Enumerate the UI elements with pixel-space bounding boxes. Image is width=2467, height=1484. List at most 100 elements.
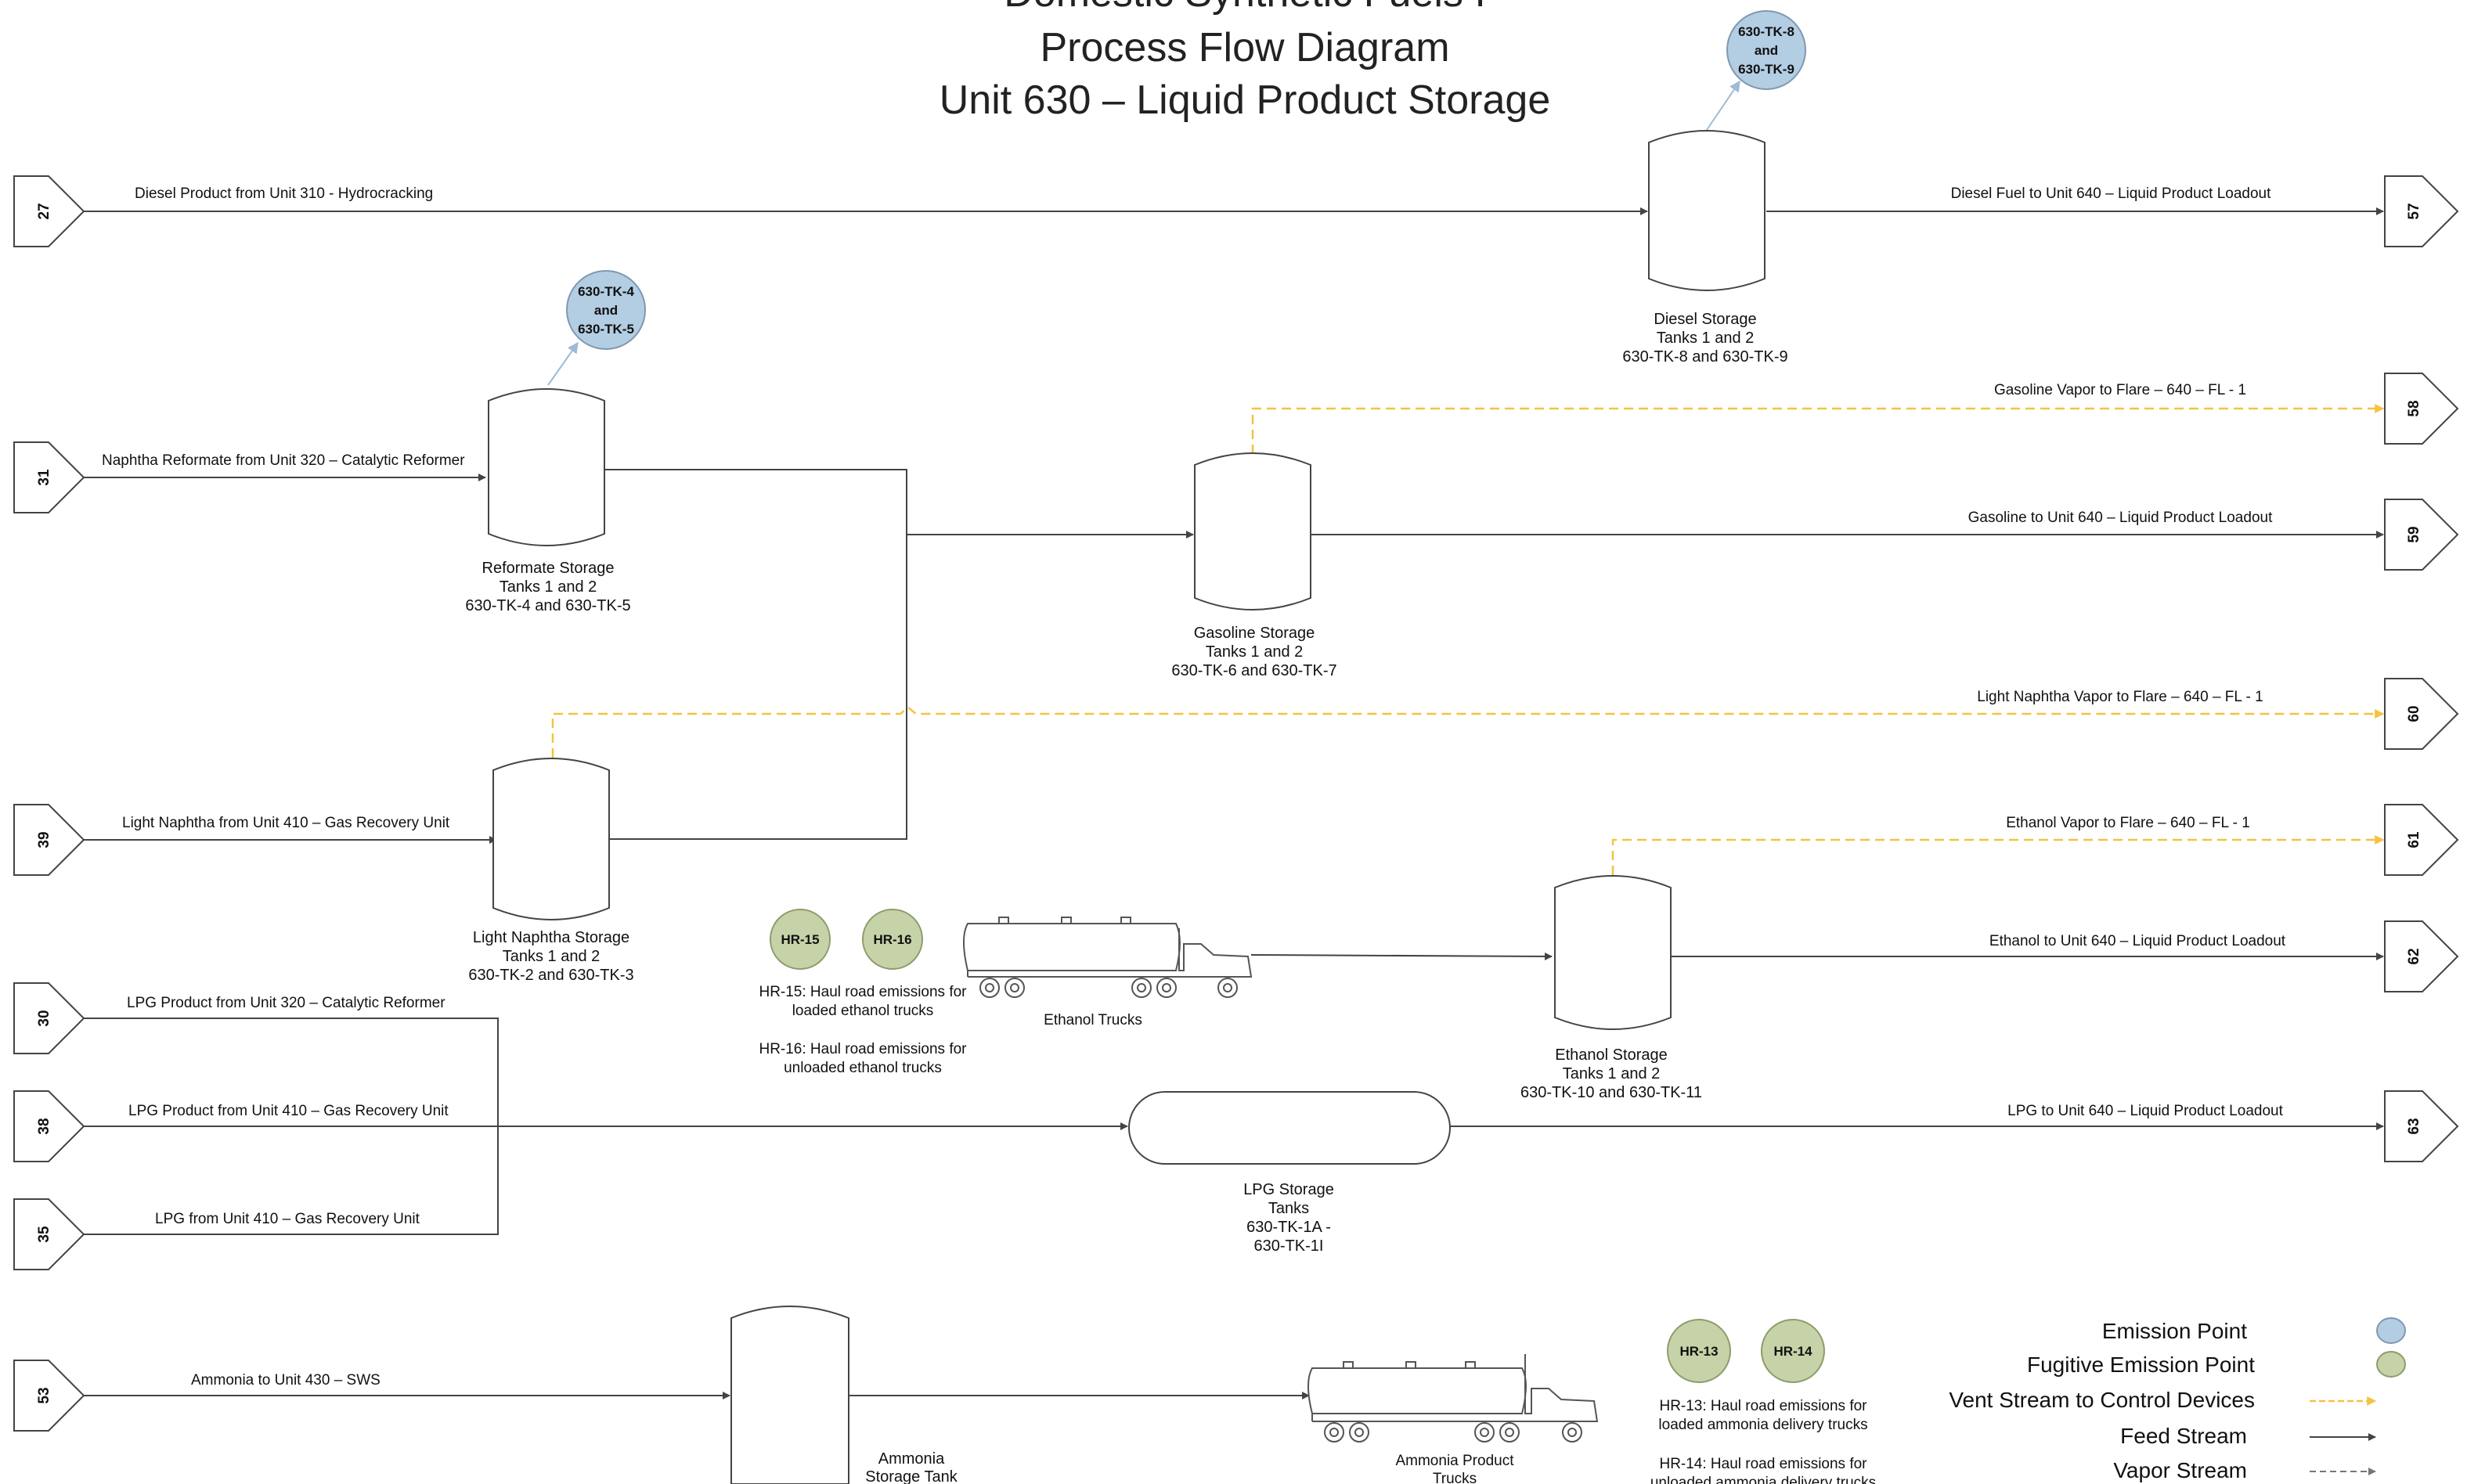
gasoline-vent-line: [1251, 404, 2385, 454]
emission-point-label: and: [1755, 43, 1778, 58]
note-line: loaded ammonia delivery trucks: [1658, 1417, 1867, 1433]
fugitive-point-label: HR-16: [873, 932, 911, 947]
legend-vent-label: Vent Stream to Control Devices: [1949, 1388, 2255, 1412]
stream-label-lpg-410: LPG Product from Unit 410 – Gas Recovery…: [128, 1103, 449, 1119]
legend-emission-point-label: Emission Point: [2102, 1319, 2247, 1343]
connector-label: 39: [36, 831, 52, 848]
emission-point-label: and: [594, 303, 618, 318]
ethanol-trucks-label: Ethanol Trucks: [1044, 1012, 1142, 1028]
ammonia-storage-tank: [730, 1306, 849, 1484]
fugitive-point-hr15: HR-15: [770, 909, 831, 970]
connector-label: 58: [2406, 400, 2422, 416]
equipment-name: Diesel Storage: [1654, 311, 1756, 328]
light-naphtha-storage-tank: [492, 758, 610, 920]
gasoline-storage-label: Gasoline Storage Tanks 1 and 2 630-TK-6 …: [1171, 625, 1336, 679]
equipment-name: LPG Storage: [1243, 1181, 1334, 1198]
equipment-tag: 630-TK-2 and 630-TK-3: [468, 967, 633, 984]
lpg-storage-label: LPG Storage Tanks 630-TK-1A - 630-TK-1I: [1243, 1181, 1334, 1255]
legend-vapor-label: Vapor Stream: [2113, 1458, 2247, 1482]
stream-label-lpg-from-410: LPG from Unit 410 – Gas Recovery Unit: [155, 1211, 420, 1227]
equipment-name: Gasoline Storage: [1194, 625, 1315, 642]
outlet-connector-61: 61: [2384, 804, 2459, 876]
connector-label: 59: [2406, 526, 2422, 542]
emission-point-reformate-tanks: 630-TK-4 and 630-TK-5: [566, 270, 646, 350]
ammonia-trucks-label: Ammonia Product Trucks: [1395, 1453, 1514, 1484]
equipment-tag: 630-TK-4 and 630-TK-5: [465, 597, 630, 614]
fugitive-point-label: HR-14: [1773, 1344, 1812, 1359]
title-line-2: Process Flow Diagram: [1040, 25, 1449, 70]
note-hr14: HR-14: Haul road emissions for unloaded …: [1650, 1456, 1876, 1484]
connector-label: 27: [36, 203, 52, 219]
note-line: unloaded ammonia delivery trucks: [1650, 1475, 1876, 1484]
gasoline-storage-tank: [1194, 452, 1311, 611]
title-line-3: Unit 630 – Liquid Product Storage: [940, 77, 1551, 123]
fugitive-point-label: HR-13: [1679, 1344, 1718, 1359]
note-line: HR-16: Haul road emissions for: [759, 1041, 967, 1057]
reformate-storage-tank: [488, 388, 605, 546]
diesel-storage-label: Diesel Storage Tanks 1 and 2 630-TK-8 an…: [1622, 311, 1787, 366]
equipment-name: Ammonia: [878, 1450, 945, 1468]
inlet-connector-38: 38: [13, 1090, 85, 1162]
outlet-connector-62: 62: [2384, 920, 2459, 992]
diesel-emission-arrow: [1706, 80, 1740, 131]
connector-label: 61: [2406, 831, 2422, 848]
stream-label-diesel-out: Diesel Fuel to Unit 640 – Liquid Product…: [1951, 186, 2271, 202]
stream-label-gasoline-vapor: Gasoline Vapor to Flare – 640 – FL - 1: [1994, 382, 2246, 398]
note-hr15: HR-15: Haul road emissions for loaded et…: [759, 984, 967, 1019]
emission-point-label: 630-TK-5: [578, 322, 634, 337]
emission-point-diesel-tanks: 630-TK-8 and 630-TK-9: [1726, 10, 1806, 90]
stream-label-diesel-in: Diesel Product from Unit 310 - Hydrocrac…: [135, 186, 433, 202]
equipment-tag: 630-TK-1A -: [1246, 1219, 1331, 1236]
inlet-connector-39: 39: [13, 804, 85, 876]
stream-label-ammonia: Ammonia to Unit 430 – SWS: [191, 1372, 381, 1389]
connector-label: 53: [36, 1387, 52, 1403]
reformate-emission-arrow: [547, 341, 579, 386]
legend-emission-point-symbol: [2376, 1317, 2406, 1344]
ethanol-storage-tank: [1554, 875, 1672, 1030]
ethanol-vent-line: [1611, 835, 2385, 875]
light-naphtha-vent-line: [551, 706, 2385, 758]
ammonia-storage-label: Ammonia Storage Tank: [865, 1450, 958, 1484]
equipment-tag: 630-TK-8 and 630-TK-9: [1622, 348, 1787, 366]
legend: Emission Point Fugitive Emission Point V…: [1949, 1317, 2406, 1482]
legend-fugitive-symbol: [2376, 1351, 2406, 1378]
outlet-connector-59: 59: [2384, 499, 2459, 571]
equipment-count: Tanks 1 and 2: [1563, 1065, 1661, 1082]
equipment-count: Tanks: [1268, 1200, 1309, 1217]
outlet-connector-63: 63: [2384, 1090, 2459, 1162]
emission-point-label: 630-TK-4: [578, 284, 634, 299]
emission-point-label: 630-TK-8: [1738, 24, 1794, 39]
equipment-name: Ethanol Storage: [1555, 1046, 1667, 1064]
ethanol-truck-icon: [963, 917, 1253, 998]
outlet-connector-57: 57: [2384, 175, 2459, 247]
outlet-connector-58: 58: [2384, 373, 2459, 445]
fugitive-point-hr14: HR-14: [1761, 1319, 1825, 1383]
note-line: HR-15: Haul road emissions for: [759, 984, 967, 1000]
stream-label-lpg-320: LPG Product from Unit 320 – Catalytic Re…: [127, 995, 445, 1011]
stream-label-ethanol-out: Ethanol to Unit 640 – Liquid Product Loa…: [1989, 933, 2286, 949]
trucks-label-line: Ammonia Product: [1395, 1453, 1514, 1469]
equipment-count: Tanks 1 and 2: [1657, 330, 1755, 347]
ethanol-truck-feed-line: [1250, 952, 1553, 960]
stream-label-light-naphtha-vapor: Light Naphtha Vapor to Flare – 640 – FL …: [1977, 689, 2263, 705]
note-hr13: HR-13: Haul road emissions for loaded am…: [1658, 1398, 1867, 1433]
connector-label: 62: [2406, 948, 2422, 964]
note-hr16: HR-16: Haul road emissions for unloaded …: [759, 1041, 967, 1076]
connector-label: 38: [36, 1118, 52, 1134]
fugitive-point-hr13: HR-13: [1667, 1319, 1731, 1383]
inlet-connector-27: 27: [13, 175, 85, 247]
note-line: HR-14: Haul road emissions for: [1659, 1456, 1867, 1472]
equipment-name: Light Naphtha Storage: [473, 929, 629, 946]
connector-label: 35: [36, 1226, 52, 1243]
title-line-1: Domestic Synthetic Fuels I: [1004, 0, 1486, 16]
connector-label: 30: [36, 1010, 52, 1026]
inlet-connector-53: 53: [13, 1360, 85, 1432]
diagram-title: Domestic Synthetic Fuels I Process Flow …: [940, 0, 1551, 123]
feed-lines: [84, 207, 2384, 1399]
outlet-connector-60: 60: [2384, 678, 2459, 750]
note-line: loaded ethanol trucks: [792, 1003, 934, 1019]
inlet-connector-30: 30: [13, 982, 85, 1054]
stream-label-light-naphtha-in: Light Naphtha from Unit 410 – Gas Recove…: [122, 815, 450, 831]
equipment-count: Tanks 1 and 2: [500, 578, 597, 596]
